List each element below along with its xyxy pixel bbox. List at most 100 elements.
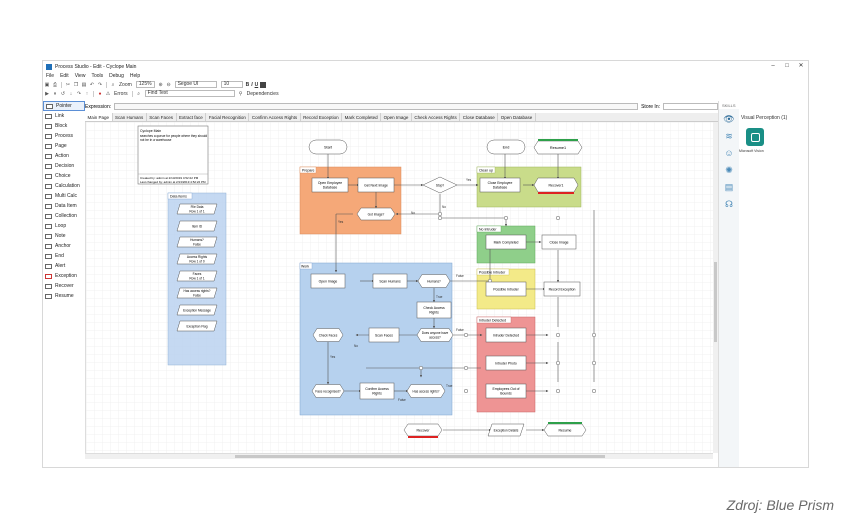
got-image-node[interactable]: Got Image? (356, 207, 396, 221)
palette-multi-calc[interactable]: Multi Calc (43, 191, 85, 201)
palette-note[interactable]: Note (43, 231, 85, 241)
process-diagram[interactable]: Cyclope Main searches a queue for people… (86, 122, 713, 453)
vision-skill-card[interactable] (746, 128, 764, 146)
dependencies-button[interactable]: Dependencies (246, 90, 279, 97)
palette-page[interactable]: Page (43, 141, 85, 151)
find-icon[interactable]: ⌕ (137, 90, 141, 97)
zoom-icon[interactable]: ⌕ (111, 81, 115, 88)
errors-icon[interactable]: ⚠ (105, 90, 111, 97)
start-node[interactable]: Start (308, 139, 348, 155)
resume1-node[interactable]: Resume1 (533, 139, 583, 155)
close-image-node[interactable]: Close Image (541, 234, 577, 250)
process-canvas[interactable]: Cyclope Main searches a queue for people… (85, 122, 713, 453)
scan-faces-node[interactable]: Scan Faces (368, 327, 400, 343)
brain-icon[interactable]: ☊ (725, 199, 733, 209)
undo-icon[interactable]: ↶ (89, 81, 95, 88)
mark-completed-node[interactable]: Mark Completed (485, 234, 527, 250)
minimize-button[interactable]: – (771, 63, 775, 69)
reset-icon[interactable]: ↺ (60, 90, 66, 97)
print-icon[interactable]: ⎙ (52, 81, 57, 88)
zoom-select[interactable]: 125% (135, 81, 155, 88)
tab-main-page[interactable]: Main Page (85, 113, 113, 121)
data-item-node[interactable]: Exception Message (176, 304, 218, 316)
menu-debug[interactable]: Debug (109, 73, 124, 79)
tab-close-database[interactable]: Close Database (460, 113, 499, 121)
idea-icon[interactable]: ✺ (725, 165, 733, 175)
check-faces-node[interactable]: Check Faces (312, 328, 344, 342)
palette-calculation[interactable]: Calculation (43, 181, 85, 191)
data-item-node[interactable]: Humans?False (176, 236, 218, 248)
tab-check-access-rights[interactable]: Check Access Rights (412, 113, 461, 121)
paste-icon[interactable]: ▤ (81, 81, 87, 88)
intruder-detected-node[interactable]: Intruder Detected (485, 327, 527, 343)
vertical-scrollbar[interactable] (713, 122, 718, 453)
intruder-photo-node[interactable]: Intruder Photo (485, 355, 527, 371)
palette-alert[interactable]: Alert (43, 261, 85, 271)
data-item-node[interactable]: Exception Flag (176, 320, 218, 332)
tab-open-image[interactable]: Open Image (381, 113, 412, 121)
bold-button[interactable]: B (245, 81, 250, 88)
tab-scan-humans[interactable]: Scan Humans (113, 113, 147, 121)
palette-choice[interactable]: Choice (43, 171, 85, 181)
palette-block[interactable]: Block (43, 121, 85, 131)
document-icon[interactable]: ▤ (724, 182, 734, 192)
breakpoint-icon[interactable]: ● (98, 90, 102, 97)
end-node[interactable]: End (486, 139, 526, 155)
tab-scan-faces[interactable]: Scan Faces (147, 113, 177, 121)
font-size-select[interactable]: 10 (220, 81, 243, 88)
run-icon[interactable]: ▶ (45, 90, 49, 97)
pause-icon[interactable]: ⏸ (53, 90, 57, 97)
resume-node[interactable]: Resume (543, 422, 587, 437)
get-next-node[interactable]: Get Next Image (357, 177, 395, 193)
horizontal-scrollbar[interactable] (85, 453, 713, 459)
errors-button[interactable]: Errors (114, 90, 128, 97)
eye-icon[interactable]: 👁 (723, 114, 735, 124)
find-text-input[interactable]: Find Text (144, 90, 235, 97)
chart-icon[interactable]: ≋ (725, 131, 733, 141)
palette-pointer[interactable]: Pointer (43, 101, 85, 111)
people-icon[interactable]: ☺ (724, 148, 734, 158)
palette-resume[interactable]: Resume (43, 291, 85, 301)
data-item-node[interactable]: Has access rights?False (176, 287, 218, 299)
menu-view[interactable]: View (74, 73, 86, 79)
palette-link[interactable]: Link (43, 111, 85, 121)
palette-data-item[interactable]: Data Item (43, 201, 85, 211)
underline-button[interactable]: U (254, 81, 259, 88)
process-note[interactable]: Cyclope Main searches a queue for people… (137, 125, 209, 185)
save-icon[interactable]: ▣ (44, 81, 50, 88)
has-access-node[interactable]: Has access rights? (406, 384, 446, 398)
zoom-out-icon[interactable]: ⊖ (166, 81, 171, 88)
data-item-node[interactable]: Item ID (176, 220, 218, 232)
step-over-icon[interactable]: ↷ (76, 90, 82, 97)
store-in-input[interactable] (663, 103, 718, 110)
menu-edit[interactable]: Edit (60, 73, 69, 79)
scroll-thumb[interactable] (714, 262, 717, 342)
palette-collection[interactable]: Collection (43, 211, 85, 221)
palette-anchor[interactable]: Anchor (43, 241, 85, 251)
palette-process[interactable]: Process (43, 131, 85, 141)
maximize-button[interactable]: □ (785, 63, 789, 69)
palette-exception[interactable]: Exception (43, 271, 85, 281)
scroll-thumb[interactable] (235, 455, 605, 458)
dependencies-icon[interactable]: ⚲ (238, 90, 243, 97)
tab-facial-recognition[interactable]: Facial Recognition (206, 113, 250, 121)
tab-extract-face[interactable]: Extract face (177, 113, 207, 121)
palette-loop[interactable]: Loop (43, 221, 85, 231)
recover1-node[interactable]: Recover1 (533, 177, 579, 194)
menu-help[interactable]: Help (129, 73, 141, 79)
cut-icon[interactable]: ✂ (65, 81, 71, 88)
exception-details-node[interactable]: Exception Details (487, 423, 525, 437)
step-icon[interactable]: ↓ (69, 90, 73, 97)
possible-intruder-node[interactable]: Possible Intruder (485, 281, 527, 297)
color-icon[interactable] (260, 81, 267, 88)
step-out-icon[interactable]: ↑ (85, 90, 89, 97)
palette-decision[interactable]: Decision (43, 161, 85, 171)
palette-action[interactable]: Action (43, 151, 85, 161)
palette-end[interactable]: End (43, 251, 85, 261)
